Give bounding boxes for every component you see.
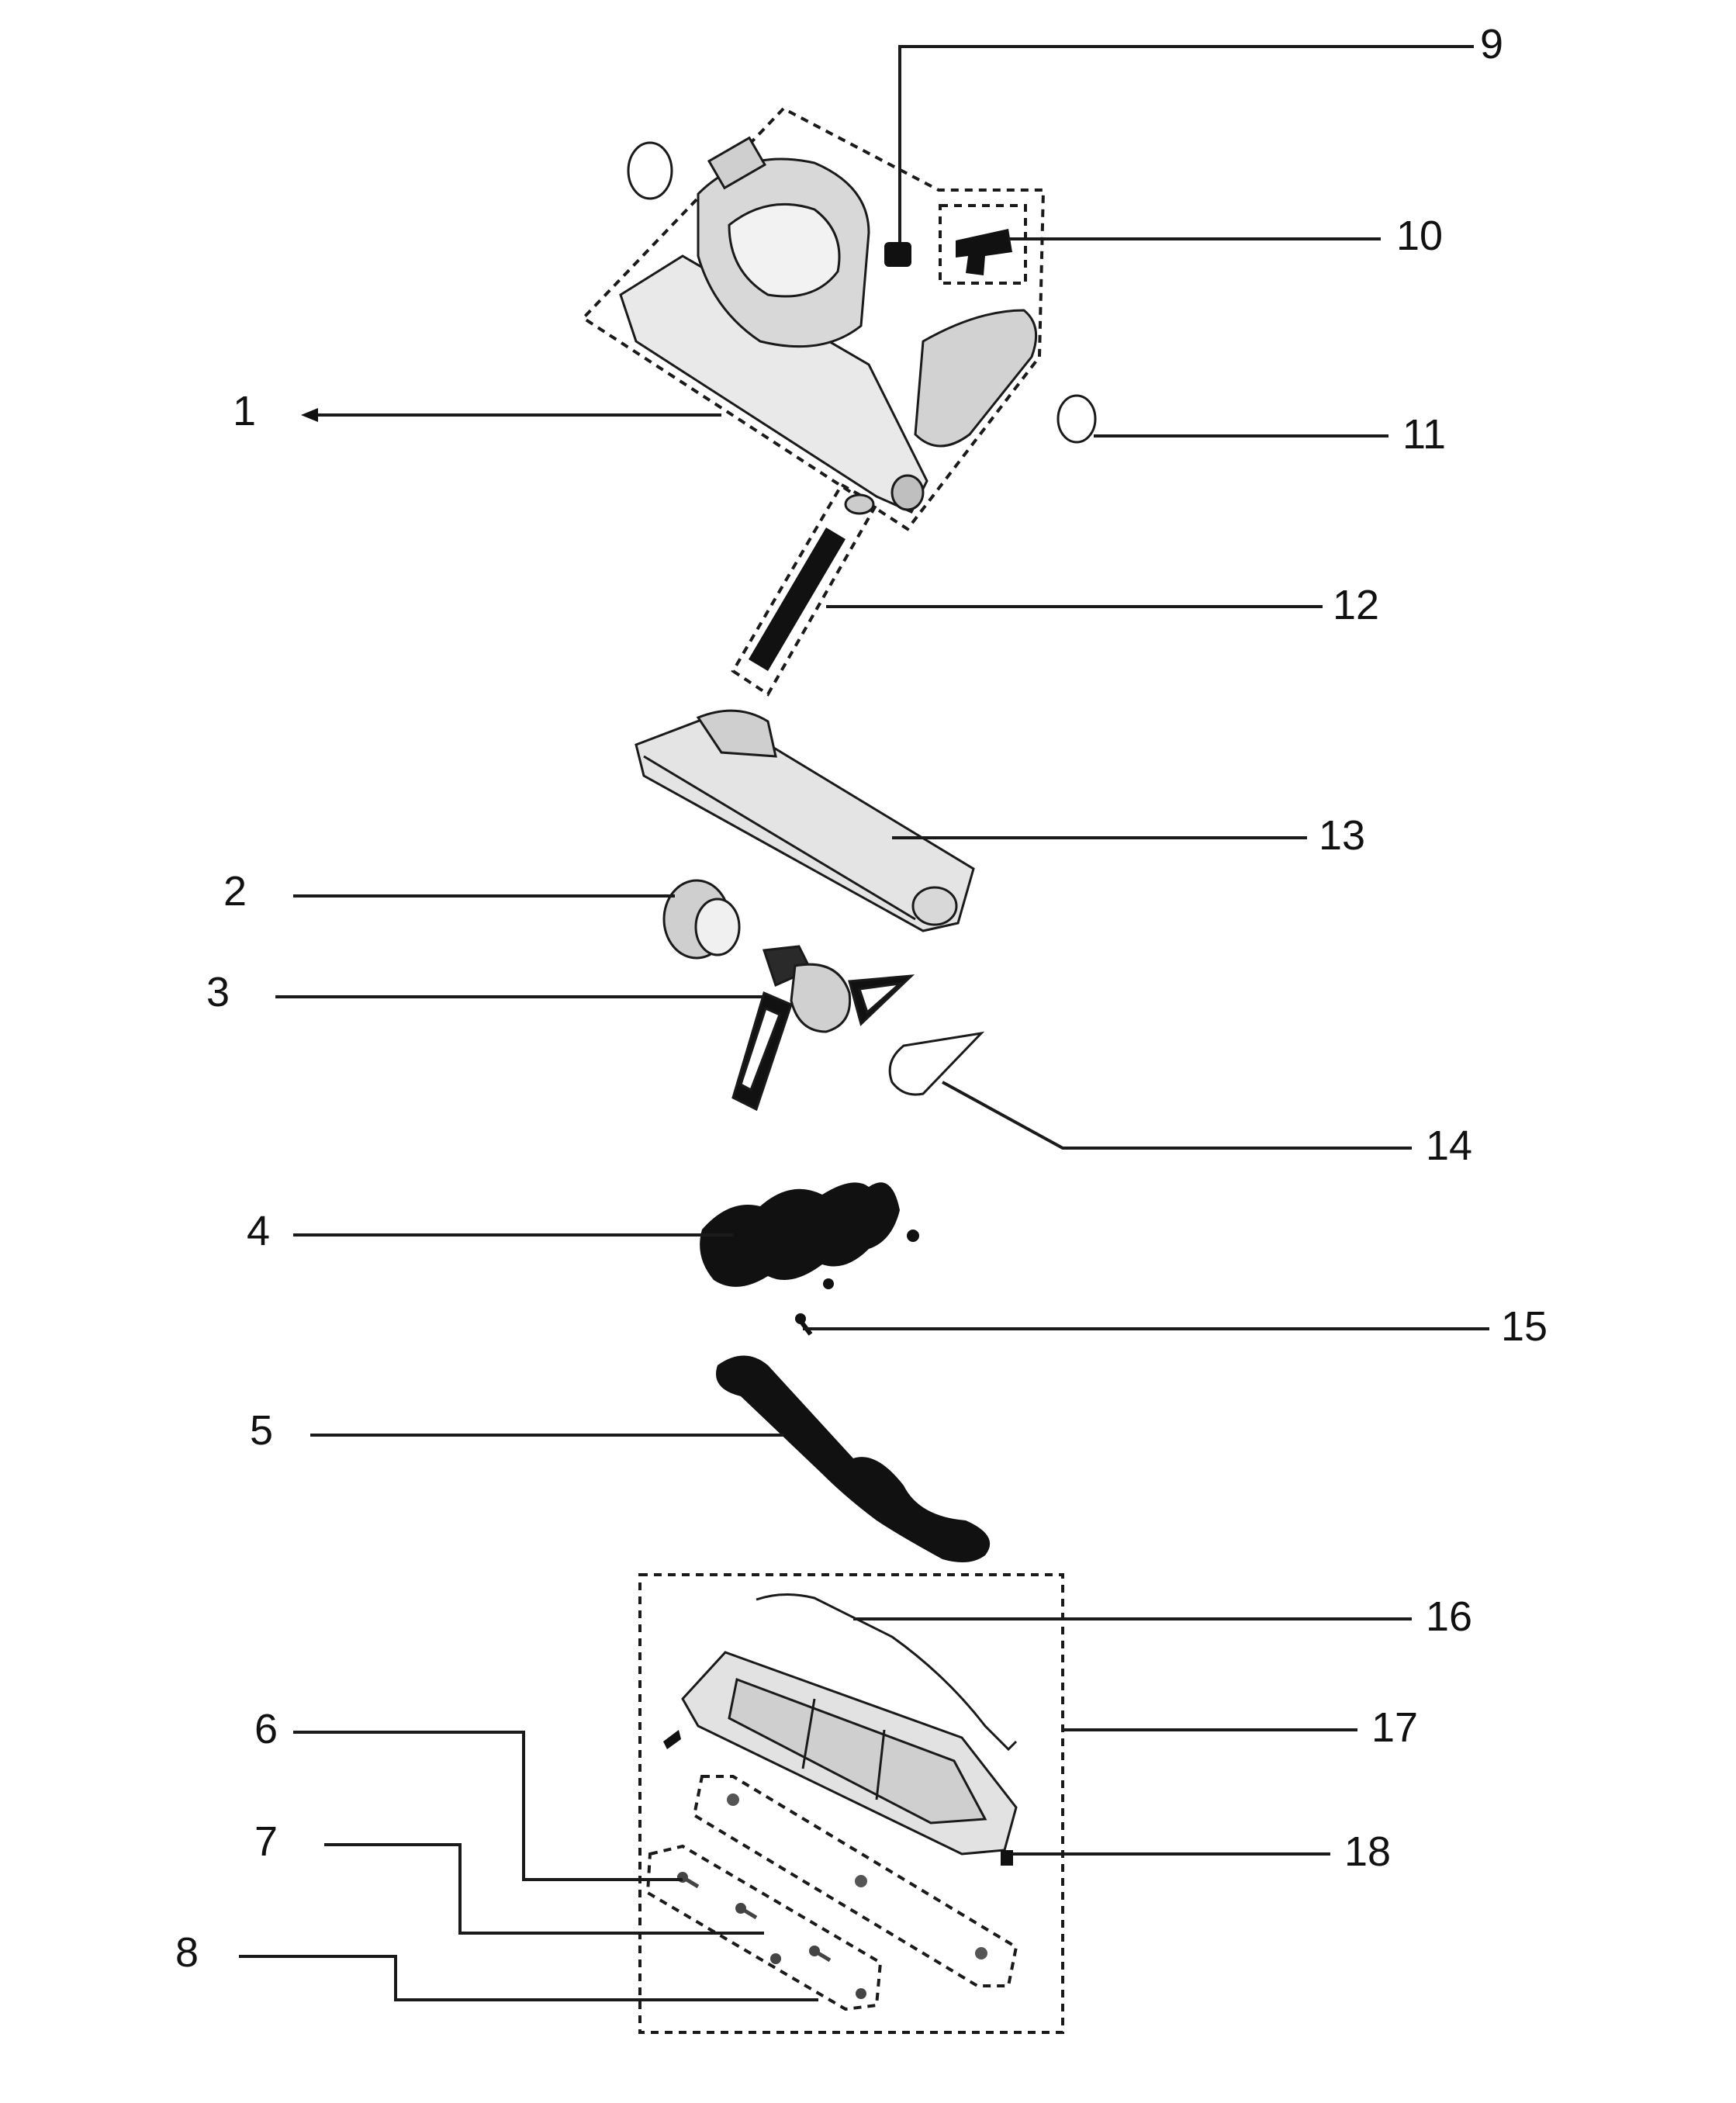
part-16-wire [756,1593,1018,1752]
callout-12: 12 [1333,582,1379,628]
callout-18: 18 [1344,1828,1391,1875]
callout-14: 14 [1426,1122,1472,1169]
part-4-brush-strips [700,1182,919,1289]
leader-lines [239,45,1489,2001]
callout-1: 1 [233,388,256,434]
callout-17: 17 [1371,1704,1418,1751]
callout-5: 5 [250,1407,273,1454]
part-soleplate [663,1651,1018,1856]
part-13-brush-housing [635,709,975,932]
part-5-brush-bar [716,1355,991,1562]
part-17-soleplate-assembly-outline [638,1573,1064,2034]
callout-15: 15 [1501,1303,1548,1350]
part-plate-upper [692,1775,1018,1987]
part-12-belt-cover [731,483,879,697]
part-2-end-cap [662,879,741,960]
part-10-switch [939,204,1027,285]
callout-3: 3 [206,969,230,1015]
callout-2: 2 [223,868,247,915]
callout-labels: 1 2 3 4 5 6 7 8 9 10 11 12 13 14 15 16 1… [175,21,1548,1976]
callout-8: 8 [175,1929,199,1976]
part-11-ring [1056,394,1097,444]
part-15-screw [795,1313,813,1336]
callout-10: 10 [1396,213,1443,259]
part-ring-left [627,141,673,200]
callout-16: 16 [1426,1593,1472,1640]
callout-6: 6 [254,1706,278,1752]
part-14-belt [888,1031,985,1096]
callout-13: 13 [1319,812,1365,859]
part-1-head-housing [580,106,1046,531]
callout-11: 11 [1402,411,1446,458]
part-9-switch-block [884,242,911,267]
callout-7: 7 [254,1818,278,1865]
callout-9: 9 [1480,21,1503,67]
callout-4: 4 [247,1208,270,1254]
part-18-clip [1001,1850,1013,1866]
part-3-clutch-assembly [731,945,915,1112]
part-plate-lower [645,1844,883,2011]
